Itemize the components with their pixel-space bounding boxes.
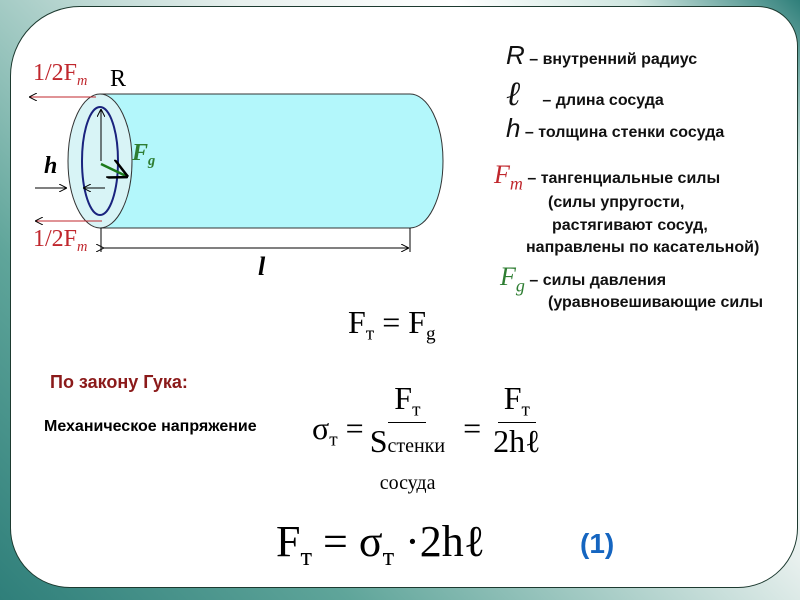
legend-fm: Fm – тангенциальные силы (494, 160, 721, 194)
legend-fg: Fg – силы давления (500, 262, 667, 296)
equation-force-balance: Fт = Fg (348, 304, 436, 345)
fg-label: Fg (132, 140, 156, 170)
legend-r: R – внутренний радиус (506, 40, 698, 70)
equation-number: (1) (580, 528, 615, 559)
stress-label: Механическое напряжение (44, 418, 257, 435)
legend-fm-line3: растягивают сосуд, (552, 217, 708, 234)
legend-fg-line2: (уравновешивающие силы (548, 294, 764, 311)
hooke-title: По закону Гука: (50, 372, 188, 392)
legend-fm-line4: направлены по касательной) (526, 239, 760, 256)
r-label: R (110, 66, 127, 92)
cylinder-body (99, 93, 444, 229)
cylinder-end (67, 93, 133, 229)
legend-h: h – толщина стенки сосуда (506, 113, 725, 143)
h-label: h (44, 153, 58, 179)
legend-l: ℓ – длина сосуда (506, 76, 664, 113)
legend-fm-line2: (силы упругости, (548, 194, 685, 211)
l-label: l (258, 252, 266, 281)
vessel-diagram (0, 0, 444, 252)
fm-bottom-label: 1/2Fm (33, 226, 88, 256)
equation-force: Fт = σт ·2hℓ (276, 517, 485, 572)
fm-top-label: 1/2Fm (33, 60, 88, 90)
fg-arrow (100, 164, 126, 176)
